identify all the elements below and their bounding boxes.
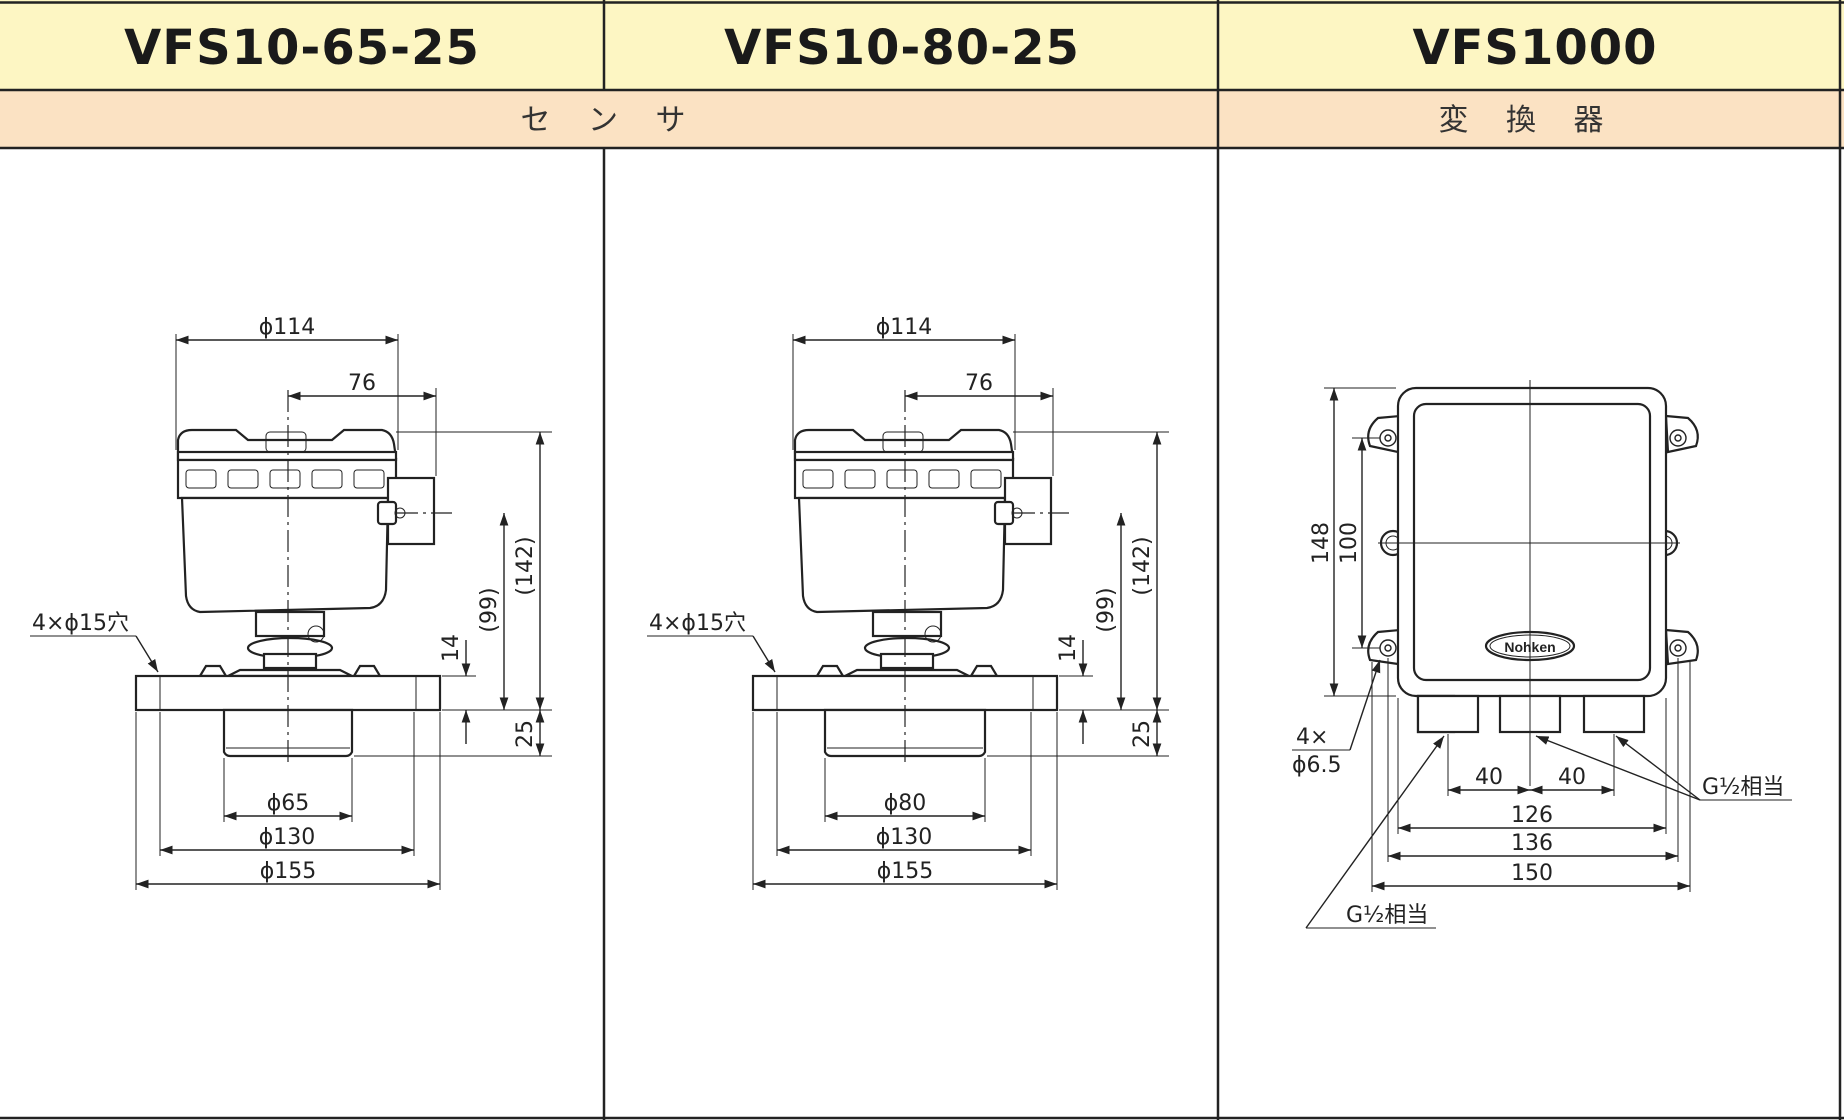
dim-offset: 76	[348, 371, 376, 396]
hole-note: 4×ϕ15穴	[649, 611, 746, 636]
model-header-band	[0, 0, 1844, 90]
category-converter-label: 変 換 器	[1438, 103, 1617, 138]
sensor-drawing-vfs10-65-25: ϕ114 76 (142) (99) 14 25 4×ϕ15穴 ϕ65 ϕ130…	[30, 315, 552, 890]
dim-probe-length: 25	[1130, 720, 1155, 748]
port-note-left: G½相当	[1346, 903, 1428, 928]
hole-note-diameter: ϕ6.5	[1292, 753, 1342, 778]
model-title-vfs10-80-25: VFS10-80-25	[724, 20, 1080, 76]
dim-overall-height: (142)	[513, 536, 538, 595]
hole-note: 4×ϕ15穴	[32, 611, 129, 636]
dim-flange-thickness: 14	[1056, 634, 1081, 662]
dim-offset: 76	[965, 371, 993, 396]
dim-body-height: (99)	[1094, 587, 1119, 632]
dim-head-diameter: ϕ114	[259, 315, 316, 340]
dim-hole-pitch-vertical: 100	[1337, 522, 1362, 564]
dim-port-pitch-right: 40	[1558, 765, 1586, 790]
dim-flange-diameter: ϕ155	[877, 859, 934, 884]
hole-note-count: 4×	[1296, 725, 1328, 750]
dim-probe-diameter: ϕ80	[884, 791, 927, 816]
category-header-band	[0, 90, 1844, 148]
dim-probe-length: 25	[513, 720, 538, 748]
dim-bolt-circle: ϕ130	[259, 825, 316, 850]
category-sensor-label: セ ン サ	[520, 103, 699, 138]
dim-bolt-circle: ϕ130	[876, 825, 933, 850]
dim-probe-diameter: ϕ65	[267, 791, 310, 816]
converter-drawing-vfs1000: Nohken 148 100 4× ϕ6.5 40 40 126	[1292, 380, 1792, 929]
dim-body-height: (99)	[477, 587, 502, 632]
dim-width-136: 136	[1511, 831, 1553, 856]
dim-port-pitch-left: 40	[1475, 765, 1503, 790]
dim-width-126: 126	[1511, 803, 1553, 828]
port-note-right: G½相当	[1702, 775, 1784, 800]
dim-flange-diameter: ϕ155	[260, 859, 317, 884]
dim-head-diameter: ϕ114	[876, 315, 933, 340]
dim-width-150: 150	[1511, 861, 1553, 886]
dim-flange-thickness: 14	[439, 634, 464, 662]
sensor-drawing-vfs10-80-25: ϕ114 76 (142) (99) 14 25 4×ϕ15穴 ϕ80 ϕ130…	[647, 315, 1169, 890]
dim-height: 148	[1309, 522, 1334, 564]
model-title-vfs10-65-25: VFS10-65-25	[124, 20, 480, 76]
dim-overall-height: (142)	[1130, 536, 1155, 595]
model-title-vfs1000: VFS1000	[1412, 20, 1657, 76]
